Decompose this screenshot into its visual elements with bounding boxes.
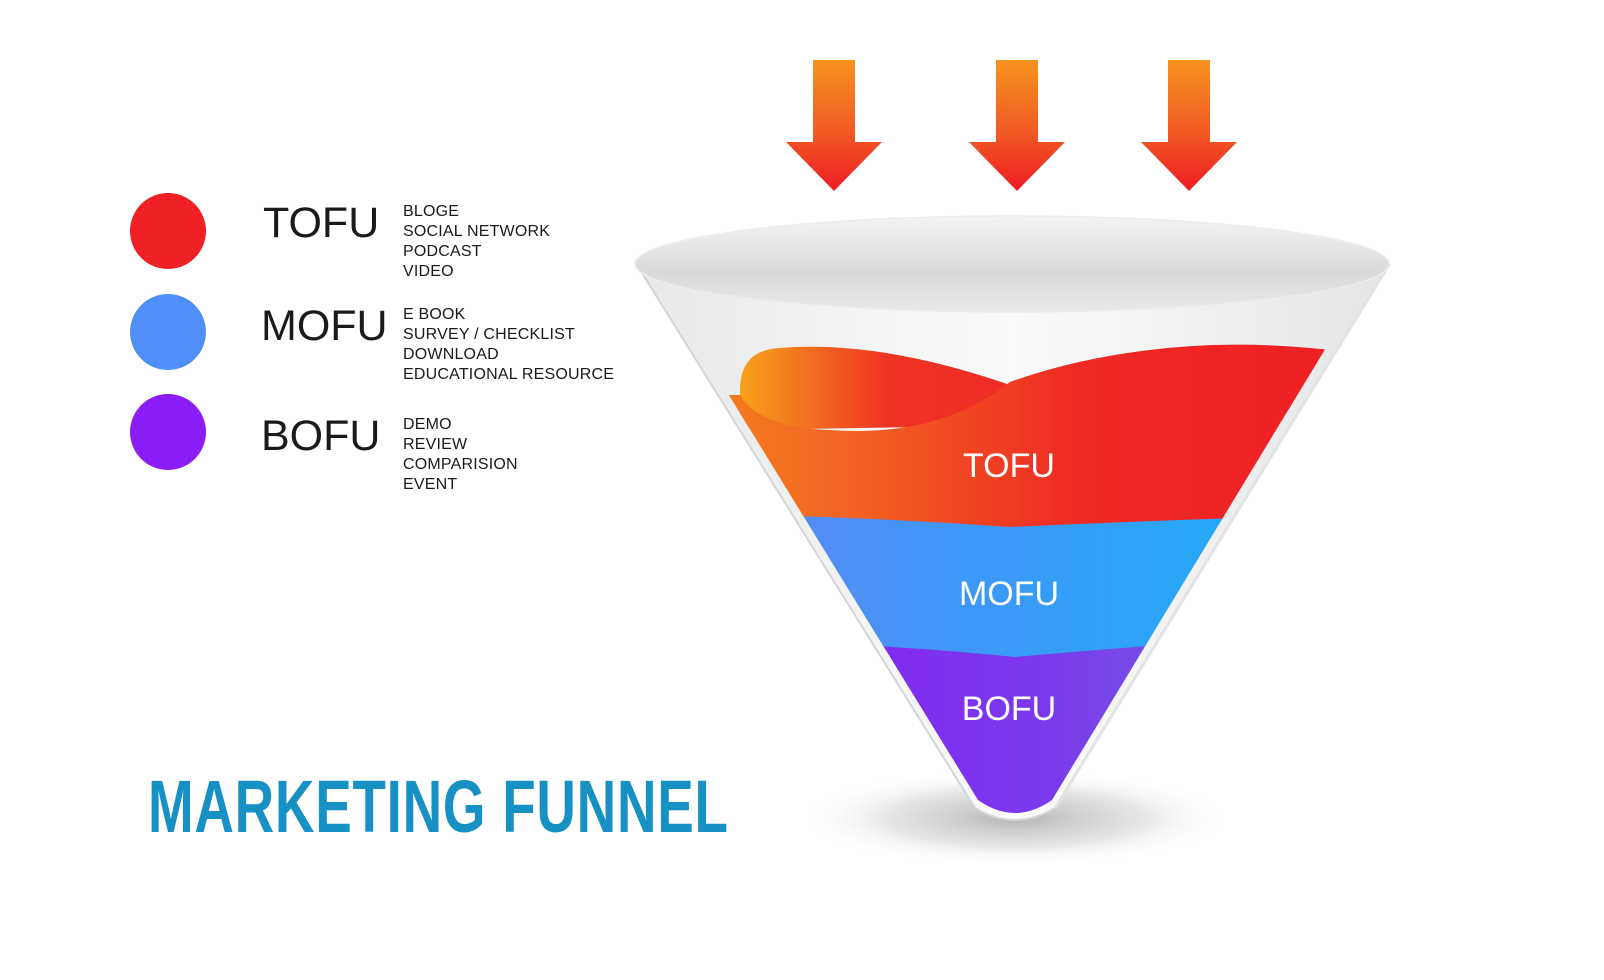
legend-item: DEMO [403, 416, 452, 433]
funnel-stage-label-bofu: BOFU [962, 690, 1056, 728]
arrow-down-icon [786, 60, 882, 191]
funnel-stage-label-mofu: MOFU [959, 575, 1059, 613]
legend-item: PODCAST [403, 243, 482, 260]
funnel-stage-label-tofu: TOFU [963, 447, 1055, 485]
legend-mofu-items: E BOOK SURVEY / CHECKLIST DOWNLOAD EDUCA… [403, 305, 614, 385]
legend-bofu-items: DEMO REVIEW COMPARISION EVENT [403, 415, 518, 495]
tofu-layer [652, 345, 1373, 527]
legend-bofu-label: BOFU [261, 412, 381, 460]
page-title: MARKETING FUNNEL [148, 765, 729, 848]
arrow-down-icon [969, 60, 1065, 191]
legend-item: E BOOK [403, 306, 466, 323]
legend-item: DOWNLOAD [403, 346, 499, 363]
legend-mofu-label: MOFU [261, 302, 388, 350]
arrow-down-icon [1141, 60, 1237, 191]
bofu-color-dot [130, 394, 206, 470]
legend-item: EDUCATIONAL RESOURCE [403, 366, 615, 383]
legend-item: EVENT [403, 476, 458, 493]
legend-item: SURVEY / CHECKLIST [403, 326, 575, 343]
legend-tofu-label: TOFU [263, 199, 380, 247]
legend-item: BLOGE [403, 203, 460, 220]
legend-item: VIDEO [403, 263, 454, 280]
legend-item: REVIEW [403, 436, 468, 453]
tofu-color-dot [130, 193, 206, 269]
legend-tofu-items: BLOGE SOCIAL NETWORK PODCAST VIDEO [403, 202, 550, 282]
funnel-rim [634, 215, 1390, 313]
funnel-edge [1053, 264, 1391, 809]
mofu-color-dot [130, 294, 206, 370]
legend-item: COMPARISION [403, 456, 518, 473]
legend-item: SOCIAL NETWORK [403, 223, 551, 240]
